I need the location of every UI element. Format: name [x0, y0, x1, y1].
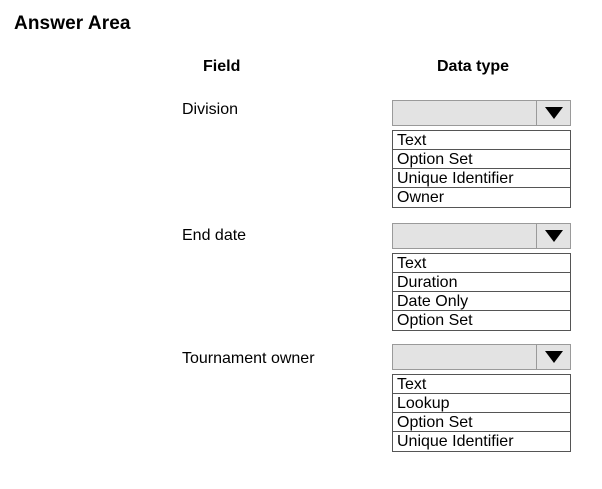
option-item[interactable]: Option Set [397, 312, 473, 329]
division-dropdown-select[interactable] [392, 100, 571, 126]
tournament-owner-data-type-dropdown: Text Lookup Option Set Unique Identifier [392, 344, 571, 452]
tournament-owner-dropdown-select[interactable] [392, 344, 571, 370]
option-item[interactable]: Text [393, 254, 570, 273]
option-item[interactable]: Unique Identifier [397, 433, 514, 450]
tournament-owner-options-list: Text Lookup Option Set Unique Identifier [392, 374, 571, 452]
option-item[interactable]: Duration [393, 273, 570, 292]
end-date-data-type-dropdown: Text Duration Date Only Option Set [392, 223, 571, 331]
option-item[interactable]: Text [393, 375, 570, 394]
option-item[interactable]: Date Only [393, 292, 570, 311]
data-type-column-header: Data type [437, 58, 510, 75]
field-label-division: Division [182, 101, 239, 118]
option-item[interactable]: Option Set [393, 150, 570, 169]
end-date-dropdown-select[interactable] [392, 223, 571, 249]
field-label-end-date: End date [182, 227, 247, 244]
chevron-down-icon[interactable] [536, 101, 570, 125]
field-column-header: Field [203, 58, 241, 75]
option-item[interactable]: Lookup [393, 394, 570, 413]
option-item[interactable]: Text [393, 131, 570, 150]
division-data-type-dropdown: Text Option Set Unique Identifier Owner [392, 100, 571, 208]
option-item[interactable]: Owner [397, 189, 445, 206]
option-item[interactable]: Option Set [393, 413, 570, 432]
division-options-list: Text Option Set Unique Identifier Owner [392, 130, 571, 208]
answer-area-title: Answer Area [14, 13, 131, 34]
field-label-tournament-owner: Tournament owner [182, 350, 315, 367]
chevron-down-icon[interactable] [536, 224, 570, 248]
end-date-options-list: Text Duration Date Only Option Set [392, 253, 571, 331]
option-item[interactable]: Unique Identifier [393, 169, 570, 188]
chevron-down-icon[interactable] [536, 345, 570, 369]
